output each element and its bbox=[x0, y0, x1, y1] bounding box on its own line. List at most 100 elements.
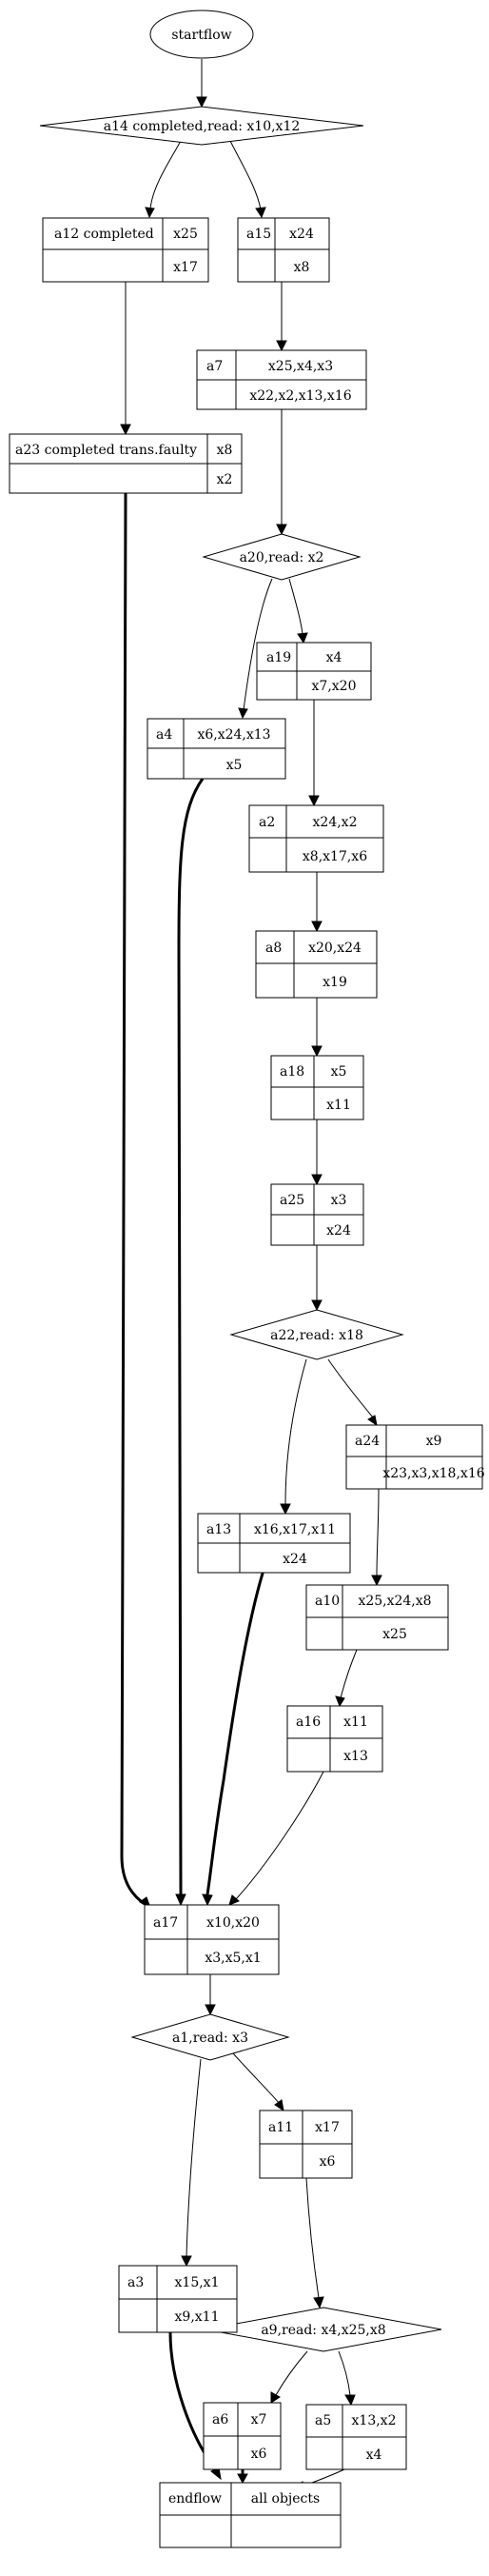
edge-a1-to-a3 bbox=[186, 2058, 202, 2257]
box-a16: a16 x11 x13 bbox=[286, 1705, 383, 1773]
box-a25: a25 x3 x24 bbox=[270, 1183, 364, 1246]
box-a2-top: x24,x2 bbox=[313, 815, 358, 830]
box-a8-top: x20,x24 bbox=[308, 941, 362, 956]
box-a2: a2 x24,x2 x8,x17,x6 bbox=[248, 804, 384, 873]
edge-arrowhead bbox=[145, 207, 155, 219]
decision-a9-label: a9,read: x4,x25,x8 bbox=[261, 2323, 385, 2338]
edge-arrowhead bbox=[270, 2391, 281, 2404]
edge-arrowhead bbox=[276, 524, 287, 536]
edge-arrowhead bbox=[196, 96, 207, 109]
decision-a1-label: a1,read: x3 bbox=[172, 2031, 248, 2046]
box-a4-name: a4 bbox=[156, 727, 172, 743]
edge-arrowhead bbox=[237, 2473, 248, 2485]
decision-a22-label: a22,read: x18 bbox=[270, 1328, 363, 1343]
box-a6: a6 x7 x6 bbox=[203, 2402, 282, 2470]
box-a3-name: a3 bbox=[127, 2275, 144, 2290]
box-a24-bottom: x23,x3,x18,x16 bbox=[382, 1466, 484, 1481]
edge-arrowhead bbox=[311, 921, 323, 933]
decision-a20: a20,read: x2 bbox=[202, 533, 362, 581]
edge-a16-to-a17 bbox=[235, 1771, 324, 1900]
edge-arrowhead bbox=[120, 424, 131, 436]
box-a10-name: a10 bbox=[315, 1594, 340, 1609]
box-a7-name: a7 bbox=[206, 359, 223, 374]
box-a18-name: a18 bbox=[280, 1064, 304, 1080]
box-a19-top: x4 bbox=[326, 650, 342, 665]
edge-a22-to-a13 bbox=[284, 1358, 307, 1505]
box-a11-bottom: x6 bbox=[320, 2154, 336, 2170]
box-a17: a17 x10,x20 x3,x5,x1 bbox=[144, 1904, 280, 1975]
box-a25-bottom: x24 bbox=[326, 1223, 351, 1238]
end-node: endflow all objects bbox=[159, 2482, 342, 2548]
box-a12-name: a12 completed bbox=[54, 227, 154, 242]
box-a11-name: a11 bbox=[268, 2120, 293, 2135]
edge-arrowhead bbox=[202, 1893, 213, 1907]
edge-a9-to-a5 bbox=[338, 2350, 351, 2396]
box-a15-bottom: x8 bbox=[294, 260, 310, 275]
box-a10-top: x25,x24,x8 bbox=[358, 1594, 431, 1609]
box-a23-name: a23 completed trans.faulty bbox=[15, 443, 197, 458]
box-a6-bottom: x6 bbox=[251, 2447, 267, 2462]
decision-a1: a1,read: x3 bbox=[130, 2013, 290, 2061]
edge-arrowhead bbox=[255, 207, 266, 219]
box-a7: a7 x25,x4,x3 x22,x2,x13,x16 bbox=[196, 349, 367, 410]
start-node: startflow bbox=[149, 10, 254, 59]
box-a6-top: x7 bbox=[251, 2412, 267, 2427]
edge-arrowhead bbox=[181, 2255, 192, 2268]
box-a13: a13 x16,x17,x11 x24 bbox=[197, 1513, 351, 1574]
box-a16-bottom: x13 bbox=[343, 1749, 368, 1764]
decision-a14-label: a14 completed,read: x10,x12 bbox=[104, 119, 301, 134]
edge-arrowhead bbox=[280, 1503, 291, 1516]
edge-a20-to-a19 bbox=[288, 578, 303, 635]
edge-arrowhead bbox=[308, 795, 320, 807]
edge-arrowhead bbox=[335, 1695, 345, 1708]
start-label: startflow bbox=[171, 28, 231, 43]
box-a19: a19 x4 x7,x20 bbox=[256, 642, 372, 701]
box-a16-top: x11 bbox=[343, 1714, 368, 1730]
box-a6-name: a6 bbox=[212, 2412, 228, 2427]
box-a2-bottom: x8,x17,x6 bbox=[303, 849, 367, 864]
box-a15-name: a15 bbox=[246, 227, 271, 242]
box-a25-top: x3 bbox=[331, 1193, 347, 1208]
edge-a11-to-a9 bbox=[305, 2177, 320, 2299]
edge-a9-to-a6 bbox=[275, 2350, 308, 2396]
box-a19-bottom: x7,x20 bbox=[312, 679, 357, 694]
box-a11: a11 x17 x6 bbox=[259, 2110, 353, 2179]
box-a10: a10 x25,x24,x8 x25 bbox=[305, 1584, 449, 1651]
box-a16-name: a16 bbox=[296, 1714, 321, 1730]
edge-arrowhead bbox=[311, 1299, 323, 1312]
decision-a20-label: a20,read: x2 bbox=[240, 550, 324, 565]
box-a5-name: a5 bbox=[315, 2413, 331, 2428]
edge-arrowhead bbox=[274, 2099, 284, 2112]
decision-a14: a14 completed,read: x10,x12 bbox=[39, 106, 364, 146]
box-a2-name: a2 bbox=[259, 815, 275, 830]
box-a15: a15 x24 x8 bbox=[237, 217, 330, 283]
box-a24-top: x9 bbox=[426, 1434, 442, 1449]
box-a4-top: x6,x24,x13 bbox=[197, 727, 270, 743]
edge-a20-to-a4 bbox=[243, 578, 273, 711]
box-a13-top: x16,x17,x11 bbox=[254, 1522, 336, 1537]
box-a8: a8 x20,x24 x19 bbox=[255, 930, 378, 999]
edge-a14-to-a12 bbox=[149, 140, 182, 210]
box-a15-top: x24 bbox=[289, 227, 314, 242]
box-a17-bottom: x3,x5,x1 bbox=[205, 1951, 261, 1966]
box-a10-bottom: x25 bbox=[382, 1627, 407, 1642]
box-a17-top: x10,x20 bbox=[206, 1915, 260, 1931]
box-a12-top: x25 bbox=[173, 227, 198, 242]
box-a7-bottom: x22,x2,x13,x16 bbox=[249, 388, 351, 404]
box-a25-name: a25 bbox=[280, 1193, 304, 1208]
decision-a22: a22,read: x18 bbox=[229, 1309, 404, 1360]
edge-arrowhead bbox=[367, 1415, 378, 1427]
edge-arrowhead bbox=[276, 340, 287, 352]
box-a4: a4 x6,x24,x13 x5 bbox=[147, 718, 286, 780]
edge-arrowhead bbox=[344, 2394, 356, 2407]
box-a17-name: a17 bbox=[153, 1915, 178, 1931]
edge-a24-to-a10 bbox=[376, 1488, 380, 1576]
box-a3-bottom: x9,x11 bbox=[175, 2309, 220, 2325]
edge-arrowhead bbox=[311, 1174, 323, 1186]
end-name: endflow bbox=[168, 2491, 222, 2507]
box-a18: a18 x5 x11 bbox=[270, 1055, 364, 1120]
box-a3-top: x15,x1 bbox=[175, 2275, 220, 2290]
edge-arrowhead bbox=[205, 2004, 216, 2016]
box-a18-bottom: x11 bbox=[326, 1098, 351, 1113]
